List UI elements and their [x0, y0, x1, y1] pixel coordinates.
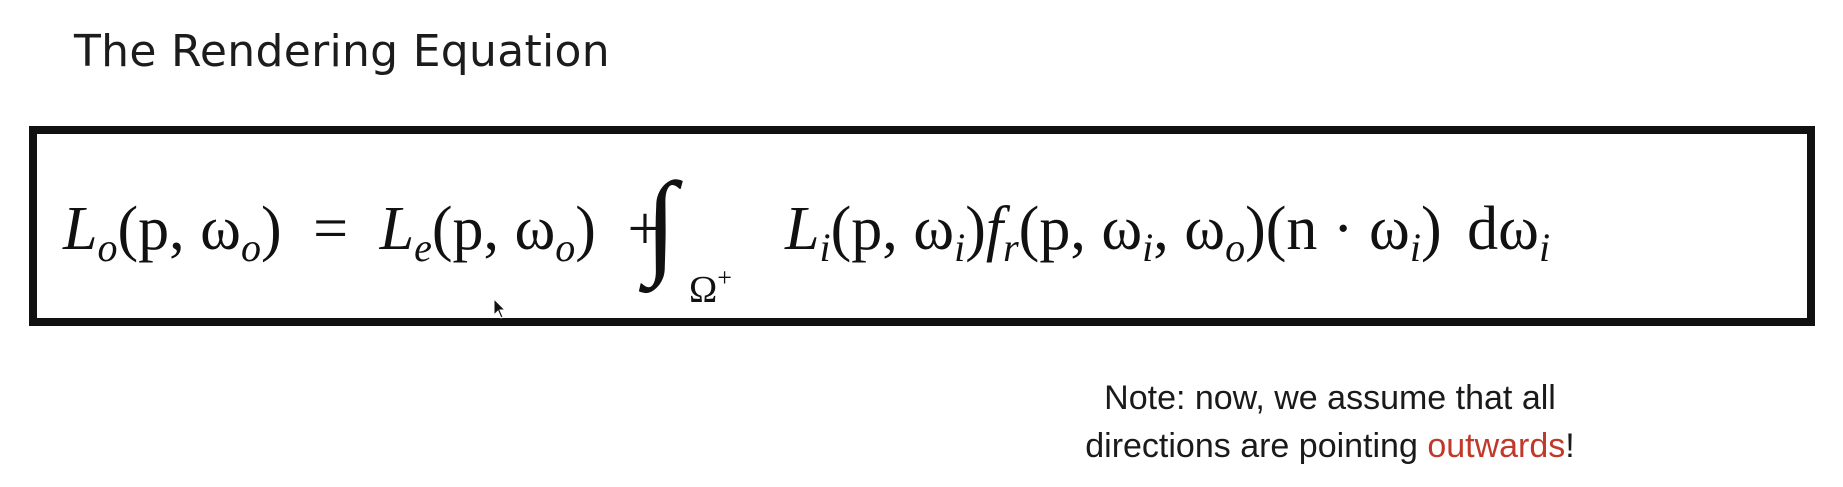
cos-sub: i — [1410, 225, 1421, 270]
brdf-args-mid: , ω — [1153, 195, 1225, 263]
differential: dω — [1467, 195, 1539, 263]
lhs-args: (p, ω — [117, 195, 240, 263]
brdf-sub: r — [1003, 225, 1019, 270]
incident-symbol: L — [784, 195, 819, 263]
incident-close: ) — [965, 195, 986, 263]
lhs-close: ) — [261, 195, 282, 263]
incident-sub: i — [819, 225, 830, 270]
incident-args: (p, ω — [831, 195, 954, 263]
integrand-text: Li(p, ωi)fr(p, ωi, ωo)(n · ωi) dωi — [784, 195, 1550, 270]
brdf-args-sub1: i — [1142, 225, 1153, 270]
equation-box: Lo(p, ωo) = Le(p, ωo) + ∫ Ω+ Li(p, ωi)fr… — [29, 126, 1815, 326]
integral-domain-sup: + — [717, 263, 732, 292]
lhs-args-sub: o — [241, 225, 261, 270]
equation-text: Lo(p, ωo) = Le(p, ωo) + — [62, 195, 662, 270]
equation-svg: Lo(p, ωo) = Le(p, ωo) + ∫ Ω+ Li(p, ωi)fr… — [62, 160, 1550, 311]
brdf-close: ) — [1245, 195, 1266, 263]
emit-close: ) — [575, 195, 596, 263]
integral-domain: Ω+ — [689, 263, 732, 311]
cos-close: ) — [1421, 195, 1442, 263]
differential-sub: i — [1539, 225, 1550, 270]
lhs-symbol: L — [62, 195, 97, 263]
note-highlight-outwards: outwards — [1427, 427, 1566, 465]
equals-sign: = — [313, 195, 348, 263]
emit-args-sub: o — [555, 225, 575, 270]
note-text: Note: now, we assume that all directions… — [1000, 374, 1660, 470]
lhs-sub: o — [97, 225, 117, 270]
incident-args-sub: i — [954, 225, 965, 270]
slide-title: The Rendering Equation — [74, 26, 610, 77]
note-line-2: directions are pointing outwards! — [1000, 422, 1660, 470]
note-line-1: Note: now, we assume that all — [1104, 379, 1556, 417]
integral-sign: ∫ — [638, 160, 683, 294]
mouse-cursor-icon — [493, 298, 507, 319]
emit-args: (p, ω — [432, 195, 555, 263]
brdf-args: (p, ω — [1019, 195, 1142, 263]
emit-sub: e — [414, 225, 432, 270]
integral-domain-symbol: Ω — [689, 269, 717, 311]
plus-sign: + — [627, 195, 662, 263]
note-line-2-prefix: directions are pointing — [1085, 427, 1428, 465]
cos-open: (n · ω — [1266, 195, 1410, 263]
emit-symbol: L — [379, 195, 414, 263]
note-line-2-suffix: ! — [1565, 427, 1575, 465]
brdf-args-sub2: o — [1225, 225, 1245, 270]
